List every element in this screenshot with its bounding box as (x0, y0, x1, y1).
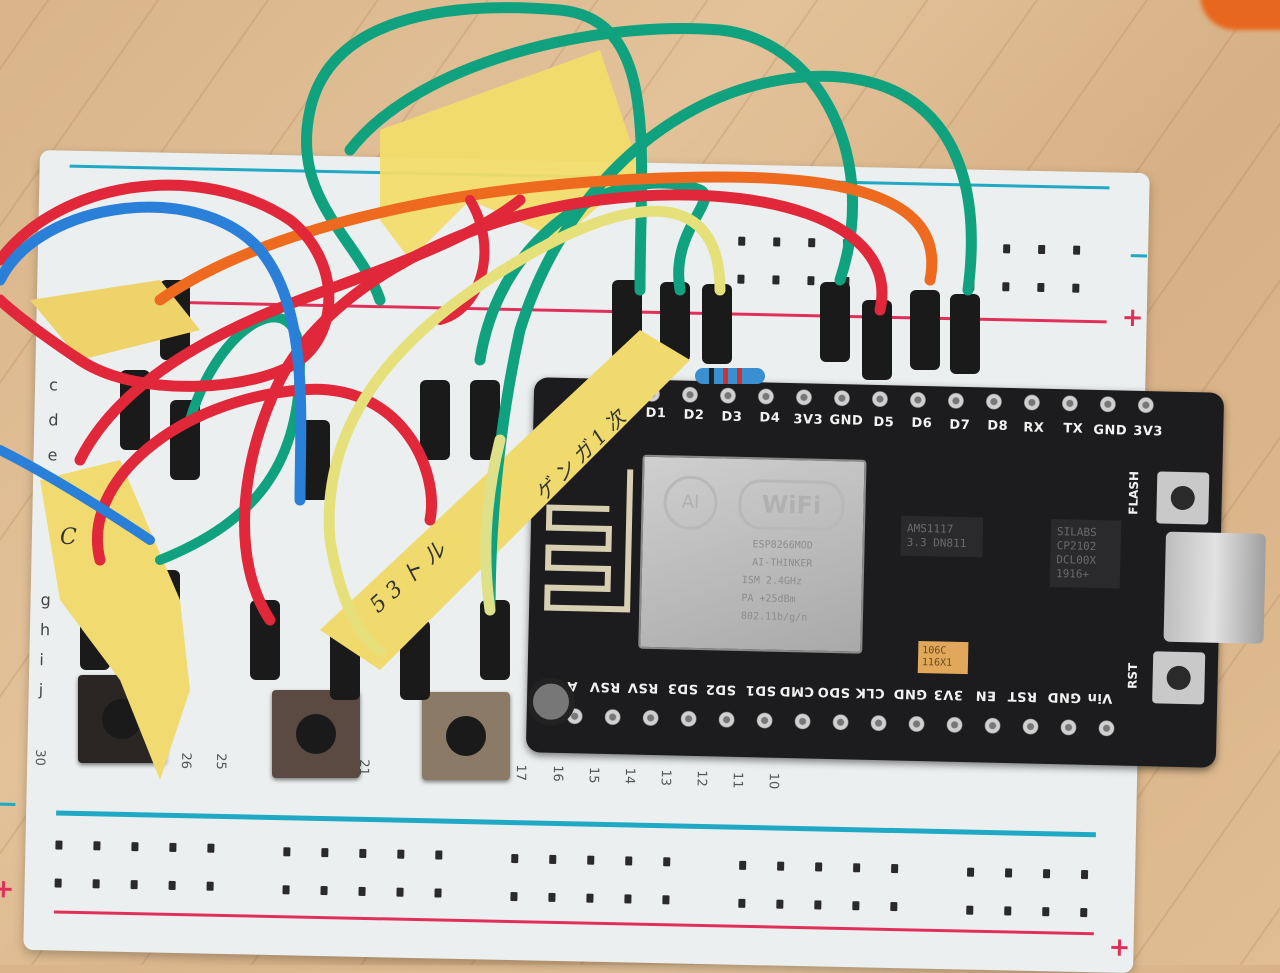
tape-label-left: C (60, 525, 77, 550)
button-knob (296, 714, 336, 754)
tactile-button-2[interactable] (272, 690, 360, 778)
yellow-tape-middle (320, 330, 690, 670)
resistor (695, 368, 765, 384)
button-knob (446, 716, 486, 756)
yellow-tape-left (40, 460, 190, 780)
pcb-antenna-icon (544, 469, 634, 613)
tactile-button-3[interactable] (422, 692, 510, 780)
nodemcu-board: D1 D2 D3 D4 3V3 GND D5 D6 D7 D8 RX TX GN… (525, 377, 1266, 768)
yellow-tape-top (380, 50, 640, 260)
